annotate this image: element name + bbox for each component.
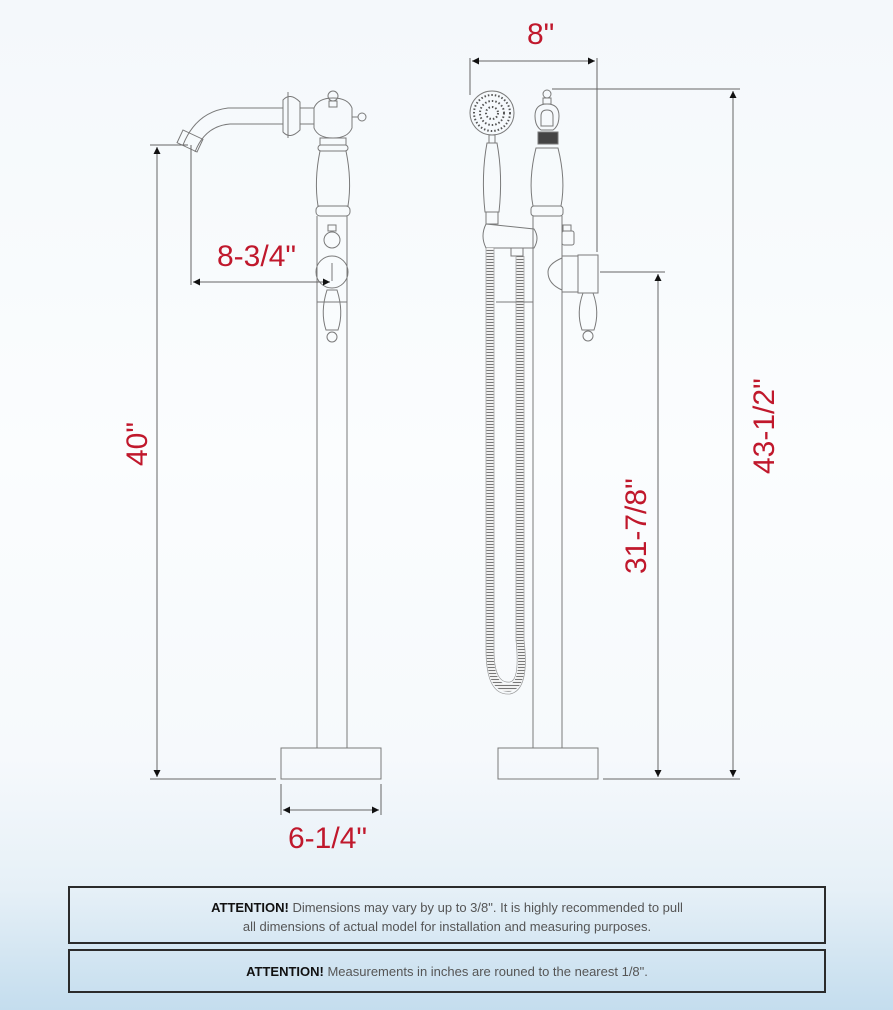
dimension-label-spout-height: 40" <box>121 422 154 466</box>
dimension-label-overall-height: 43-1/2" <box>748 378 781 474</box>
base-plate-front <box>497 747 599 780</box>
faucet-dimension-drawing: 8-3/4" 40" 6-1/4" 8" 31-7/8" 43-1/2" <box>121 18 781 855</box>
handle-disc <box>315 255 349 289</box>
handle-block <box>577 254 599 294</box>
lever-handle-front <box>578 292 598 331</box>
dimension-label-overall-width: 8" <box>527 18 554 51</box>
valve-head-front <box>530 89 564 217</box>
valve-barrel <box>315 150 351 207</box>
attention-notice-rounding: ATTENTION! Measurements in inches are ro… <box>68 949 826 993</box>
lever-handle <box>322 289 342 331</box>
attention-label: ATTENTION! <box>246 964 324 979</box>
attention-label: ATTENTION! <box>211 900 289 915</box>
dimension-label-spout-reach: 8-3/4" <box>217 240 296 273</box>
spout <box>176 92 315 153</box>
side-view <box>176 90 382 780</box>
attention-notice-dimensions: ATTENTION! Dimensions may vary by up to … <box>68 886 826 944</box>
valve-head <box>313 90 367 152</box>
base-plate <box>280 747 382 780</box>
front-view <box>469 89 599 780</box>
handle-body-front <box>547 257 563 291</box>
dimension-lines <box>150 57 740 815</box>
dimension-label-base-width: 6-1/4" <box>288 822 367 855</box>
notice-text-line2: all dimensions of actual model for insta… <box>242 919 652 934</box>
notice-text-line1: Measurements in inches are rouned to the… <box>323 964 648 979</box>
shower-hose <box>486 248 526 692</box>
hand-shower <box>469 90 515 225</box>
dimension-label-handle-height: 31-7/8" <box>620 478 653 574</box>
notice-text-line1: Dimensions may vary by up to 3/8". It is… <box>288 900 683 915</box>
